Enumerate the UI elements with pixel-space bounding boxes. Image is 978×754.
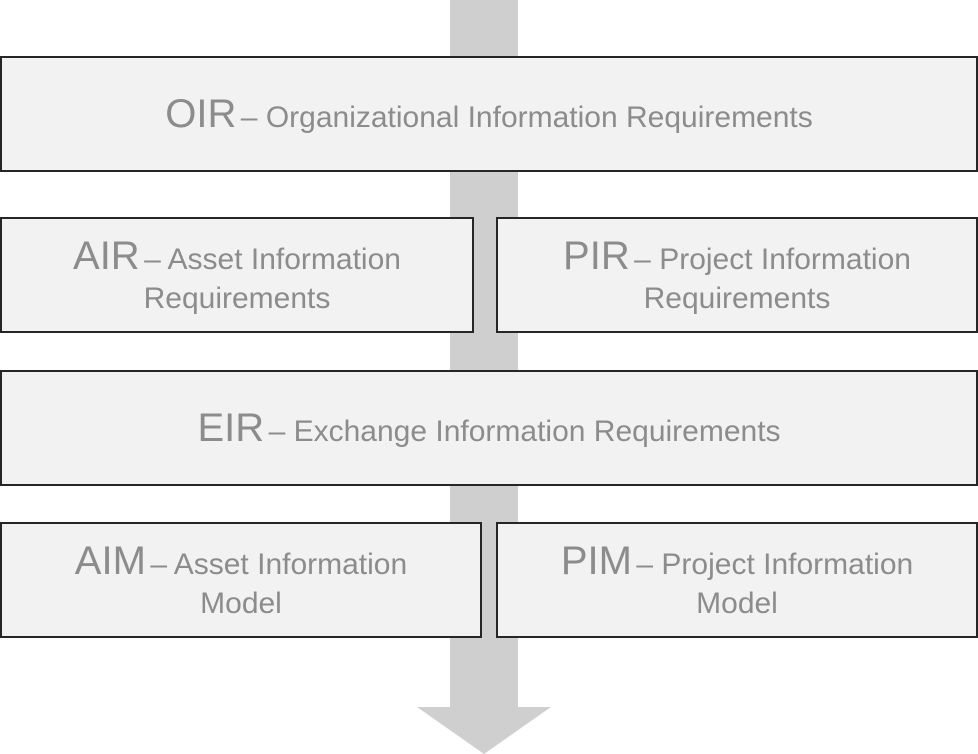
flow-arrow-head (417, 707, 551, 754)
eir-box: EIR – Exchange Information Requirements (0, 370, 978, 486)
eir-abbr: EIR (197, 405, 265, 450)
aim-abbr: AIM (74, 539, 146, 584)
oir-box: OIR – Organizational Information Require… (0, 56, 978, 172)
pir-box: PIR – Project Information Requirements (496, 217, 978, 333)
pir-description: – Project Information Requirements (634, 243, 911, 316)
aim-description: – Asset Information Model (150, 548, 408, 621)
air-box: AIR – Asset Information Requirements (0, 217, 474, 333)
aim-box: AIM – Asset Information Model (0, 522, 482, 638)
air-abbr: AIR (73, 234, 140, 279)
eir-description: – Exchange Information Requirements (268, 414, 781, 448)
oir-description: – Organizational Information Requirement… (240, 100, 813, 134)
oir-abbr: OIR (165, 91, 237, 136)
pir-abbr: PIR (563, 234, 630, 279)
air-description: – Asset Information Requirements (143, 243, 401, 316)
pim-box: PIM – Project Information Model (496, 522, 978, 638)
pim-description: – Project Information Model (636, 548, 914, 621)
pim-abbr: PIM (560, 539, 632, 584)
